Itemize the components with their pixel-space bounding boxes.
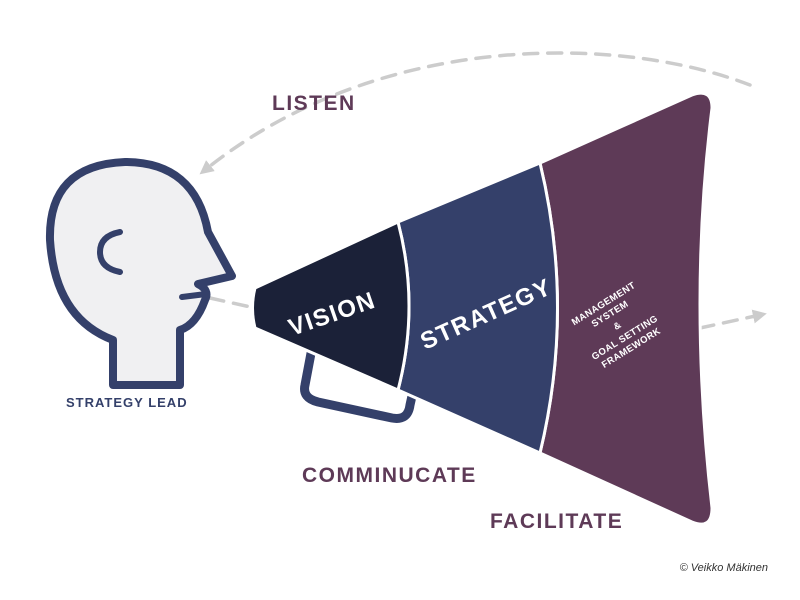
management-label-line: & [612, 320, 624, 333]
ear-icon [96, 229, 123, 275]
listen-label: LISTEN [272, 92, 356, 115]
megaphone-vision-segment [251, 219, 411, 393]
copyright-credit: © Veikko Mäkinen [679, 562, 768, 574]
megaphone-handle [300, 343, 417, 423]
speech-arrow-right [698, 309, 767, 330]
communicate-label: COMMINUCATE [302, 464, 477, 487]
listen-arrow [199, 51, 752, 175]
speech-arrow-left [208, 296, 257, 310]
mouth-icon [179, 291, 209, 300]
strategy-lead-label: STRATEGY LEAD [66, 395, 188, 410]
head-icon [45, 158, 236, 389]
facilitate-label: FACILITATE [490, 510, 623, 533]
